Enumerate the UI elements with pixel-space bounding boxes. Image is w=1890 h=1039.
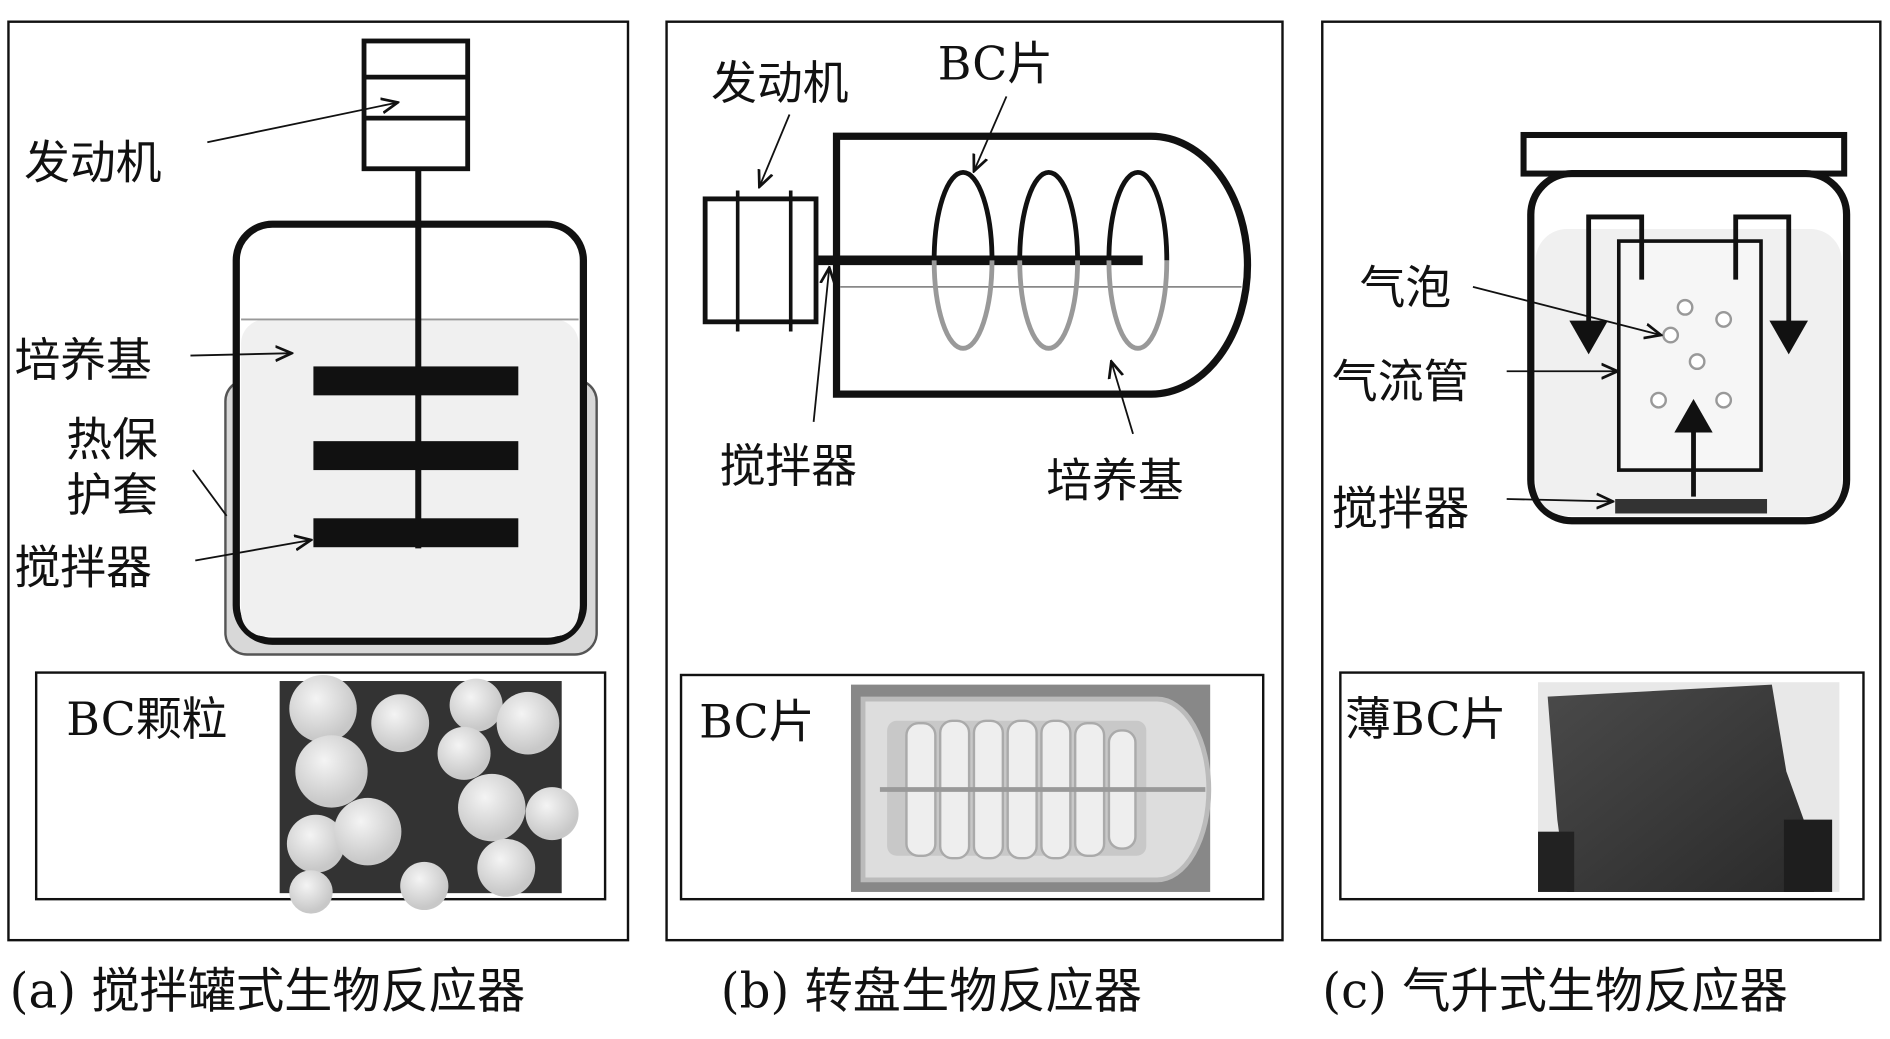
photo-bc-particles bbox=[279, 674, 579, 914]
photo-label-a: BC颗粒 bbox=[66, 692, 227, 746]
medium bbox=[241, 319, 579, 637]
caption-c: (c) 气升式生物反应器 bbox=[1322, 964, 1788, 1020]
motor bbox=[361, 38, 471, 172]
photo-label-c: 薄BC片 bbox=[1345, 692, 1506, 746]
label-draft-tube: 气流管 bbox=[1332, 355, 1469, 409]
label-jacket-2: 护套 bbox=[66, 468, 158, 522]
flow-arrows bbox=[1569, 214, 1809, 497]
motor bbox=[702, 190, 819, 332]
label-impeller: 搅拌器 bbox=[720, 439, 857, 493]
label-jacket-1: 热保 bbox=[66, 413, 158, 467]
impeller-blade bbox=[313, 366, 519, 396]
label-medium: 培养基 bbox=[1046, 454, 1183, 508]
photo-bc-disks bbox=[850, 684, 1212, 892]
lid bbox=[1520, 131, 1848, 177]
panel-b-rotating-disk: 发动机 BC片 搅拌器 培养基 BC片 (b) 转盘生物反应器 bbox=[665, 20, 1284, 1020]
impeller-blade bbox=[313, 518, 519, 548]
bc-disks bbox=[931, 169, 1170, 351]
caption-b: (b) 转盘生物反应器 bbox=[721, 964, 1142, 1020]
label-bubbles: 气泡 bbox=[1360, 261, 1452, 315]
stirrer bbox=[1615, 499, 1768, 514]
photo-thin-bc-sheet bbox=[1538, 682, 1840, 892]
photo-label-b: BC片 bbox=[699, 695, 814, 749]
label-medium: 培养基 bbox=[14, 333, 151, 387]
label-motor: 发动机 bbox=[24, 135, 161, 189]
panel-c-airlift: 气泡 气流管 搅拌器 薄BC片 (c) 气升式生物反应器 bbox=[1321, 20, 1882, 1020]
panel-a-stirred-tank: 发动机 培养基 热保 护套 搅拌器 BC颗粒 (a) 搅拌罐式生物反应器 bbox=[7, 20, 630, 1020]
caption-a: (a) 搅拌罐式生物反应器 bbox=[10, 964, 526, 1020]
label-impeller: 搅拌器 bbox=[14, 540, 151, 594]
impeller-blade bbox=[313, 441, 519, 471]
label-motor: 发动机 bbox=[711, 56, 848, 110]
label-bc-sheet: BC片 bbox=[938, 37, 1053, 91]
label-impeller: 搅拌器 bbox=[1332, 481, 1469, 535]
bubbles bbox=[1650, 298, 1733, 409]
